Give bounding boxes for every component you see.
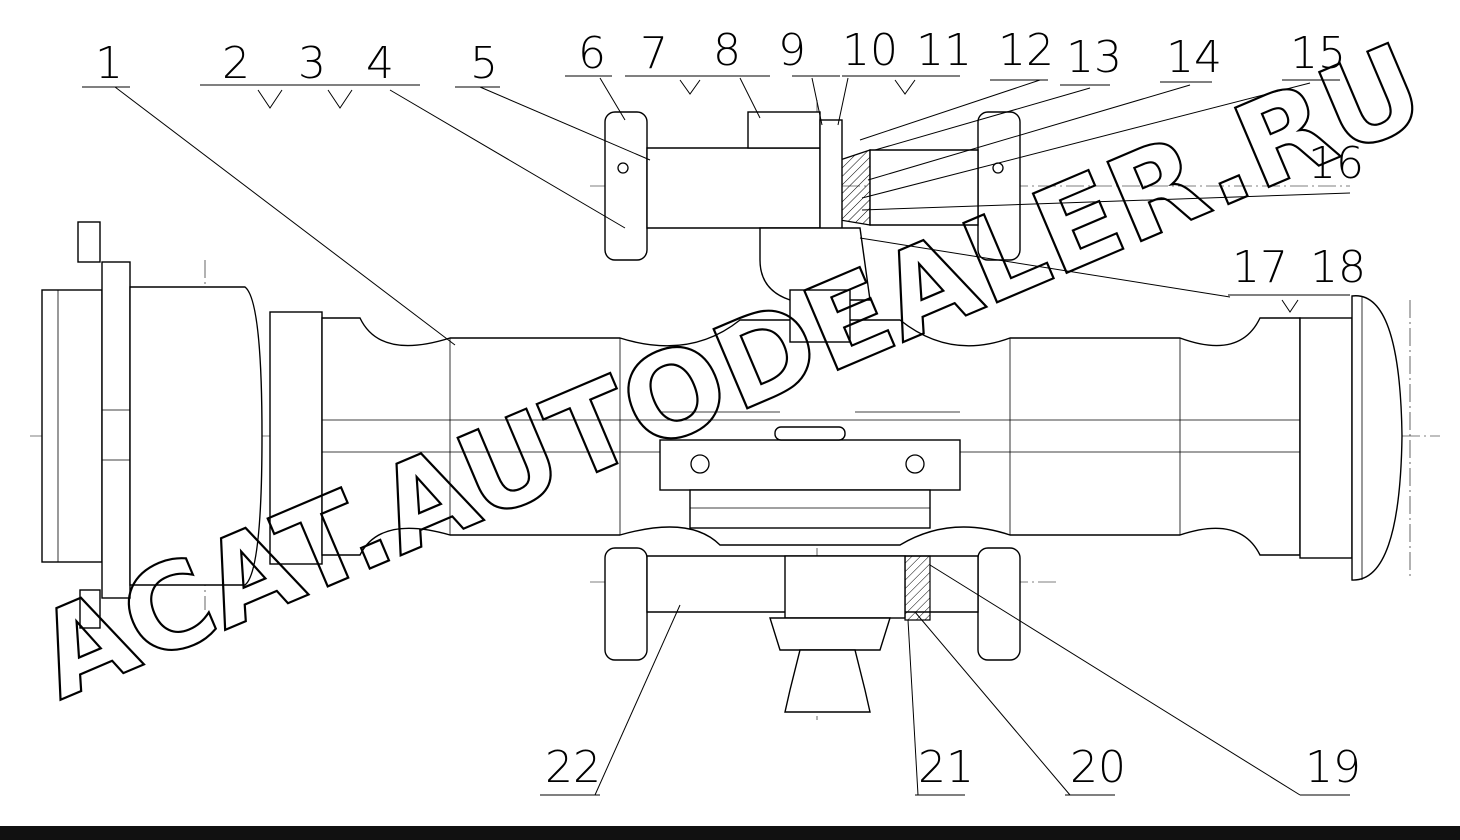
callout-20: 20 bbox=[1070, 742, 1126, 793]
callout-5: 5 bbox=[470, 38, 498, 89]
callout-numbers: 1 2 3 4 5 6 7 8 9 10 11 12 13 14 15 16 1… bbox=[95, 25, 1366, 793]
callout-17: 17 bbox=[1232, 242, 1288, 293]
callout-8: 8 bbox=[713, 25, 741, 76]
callout-7: 7 bbox=[640, 28, 668, 79]
callout-13: 13 bbox=[1066, 32, 1122, 83]
callout-15: 15 bbox=[1290, 28, 1346, 79]
axle-housing bbox=[269, 295, 1403, 581]
callout-2: 2 bbox=[222, 38, 250, 89]
callout-21: 21 bbox=[918, 742, 974, 793]
callout-22: 22 bbox=[545, 742, 601, 793]
callout-10: 10 bbox=[842, 25, 898, 76]
callout-11: 11 bbox=[916, 25, 972, 76]
leader-lines bbox=[82, 75, 1351, 796]
callout-6: 6 bbox=[578, 28, 606, 79]
callout-4: 4 bbox=[366, 38, 394, 89]
footer-bar bbox=[0, 826, 1460, 840]
callout-16: 16 bbox=[1308, 138, 1364, 189]
left-wheel-hub bbox=[41, 221, 263, 629]
callout-12: 12 bbox=[998, 25, 1054, 76]
callout-9: 9 bbox=[778, 25, 806, 76]
callout-19: 19 bbox=[1305, 742, 1361, 793]
lower-trunnion-bracket bbox=[604, 507, 1021, 713]
callout-14: 14 bbox=[1166, 32, 1222, 83]
callout-18: 18 bbox=[1310, 242, 1366, 293]
callout-3: 3 bbox=[298, 38, 326, 89]
callout-1: 1 bbox=[95, 38, 123, 89]
upper-trunnion-bracket bbox=[604, 111, 1021, 343]
